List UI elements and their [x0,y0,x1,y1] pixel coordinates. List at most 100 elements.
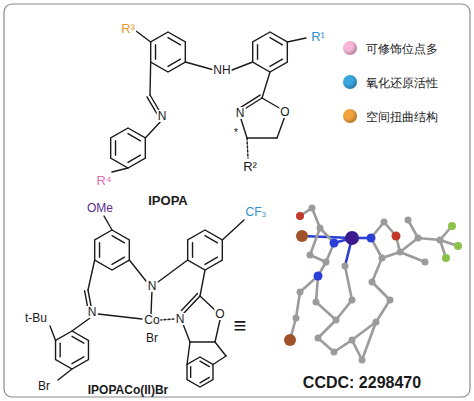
crystal-bond [372,258,382,282]
crystal-atom [330,239,339,248]
bond [213,356,226,365]
atom-label: Br [145,332,159,344]
crystal-atom [342,263,349,270]
crystal-atom [379,255,386,262]
aromatic-bond [200,361,209,366]
aromatic-bond [99,243,100,257]
atom-label: Br [37,380,51,392]
crystal-atom [349,297,356,304]
bond [147,97,157,114]
aromatic-bond [59,343,60,357]
bond [262,72,270,98]
compound-name: IPOPACo(II)Br [87,384,169,396]
crystal-atom [415,235,422,242]
atom-label: R⁴ [96,174,113,187]
crystal-bond [318,320,336,338]
crystal-atom [314,272,323,281]
legend-swatch [343,75,357,89]
crystal-bond [316,302,336,320]
legend-text: 氧化还原活性 [366,75,438,92]
crystal-bond [376,300,390,322]
aromatic-bond [112,236,124,243]
benzene-ring [188,230,223,270]
deposition-number: CCDC: 2298470 [302,375,422,391]
bonds [50,31,306,387]
bond [240,116,247,138]
bond [50,326,56,341]
aromatic-bond [205,257,217,264]
atom-label: O [214,308,225,320]
benzene-ring [111,128,146,168]
crystal-atom [284,334,296,346]
atom-label: N [175,313,186,325]
aromatic-bond [115,141,116,155]
aromatic-bond [257,45,258,59]
crystal-bond [372,282,390,300]
benzene-ring [187,357,213,387]
bond [149,62,151,95]
aromatic-bond [168,59,180,66]
atom-label: N [147,280,158,292]
crystal-atom [349,337,356,344]
atom-label: R¹ [310,30,326,43]
aromatic-bond [128,134,140,141]
crystal-atom [369,279,376,286]
crystal-bond [310,228,320,255]
bond [232,62,253,70]
bond [58,369,72,380]
crystal-bond [296,292,300,318]
crystal-atom [315,335,322,342]
bond [88,290,91,306]
crystal-atom [359,357,366,364]
bond [98,314,142,319]
frame [4,4,470,397]
bond [200,270,205,296]
atom-label: CF₃ [245,206,268,218]
aromatic-bond [155,45,156,59]
bond [262,98,281,109]
bond [145,120,162,138]
bond [129,260,146,281]
atom-label: NH [212,64,231,76]
bond [151,290,152,314]
crystal-atom [397,249,404,256]
bond [104,216,112,230]
atom-label: Co [143,314,160,326]
aromatic-bond [72,336,84,343]
bond [215,320,220,342]
crystal-atom [422,259,429,266]
crystal-atom [293,315,300,322]
aromatic-bond [270,38,282,45]
bond [215,342,226,356]
crystal-atom [454,242,462,250]
atom-label: R² [242,160,258,173]
aromatic-bond [200,377,209,382]
crystal-atom [367,234,376,243]
aromatic-bond [205,236,217,243]
crystal-atom [392,232,401,241]
bond [158,260,188,282]
legend-text: 空间扭曲结构 [366,109,438,126]
bond [222,220,244,240]
crystal-atom [296,212,304,220]
bond [187,342,190,365]
crystal-atom [296,230,308,242]
atom-label: N [87,306,98,318]
bond [88,260,95,290]
crystal-atom [297,289,304,296]
crystal-atom [333,317,340,324]
atom-label: N [235,107,246,119]
crystal-bond [400,252,425,262]
atom-label: t-Bu [24,312,48,324]
atom-label: R³ [120,22,136,35]
atom-label: OMe [86,202,114,214]
benzene-ring [253,32,288,72]
aromatic-bond [190,367,191,378]
equivalence-sign: ≡ [233,315,248,337]
compound-name: IPOPA [147,194,189,207]
bond [277,116,285,138]
crystal-bond [345,266,352,300]
legend-text: 可修饰位点多 [366,41,438,58]
crystal-atom [307,252,314,259]
